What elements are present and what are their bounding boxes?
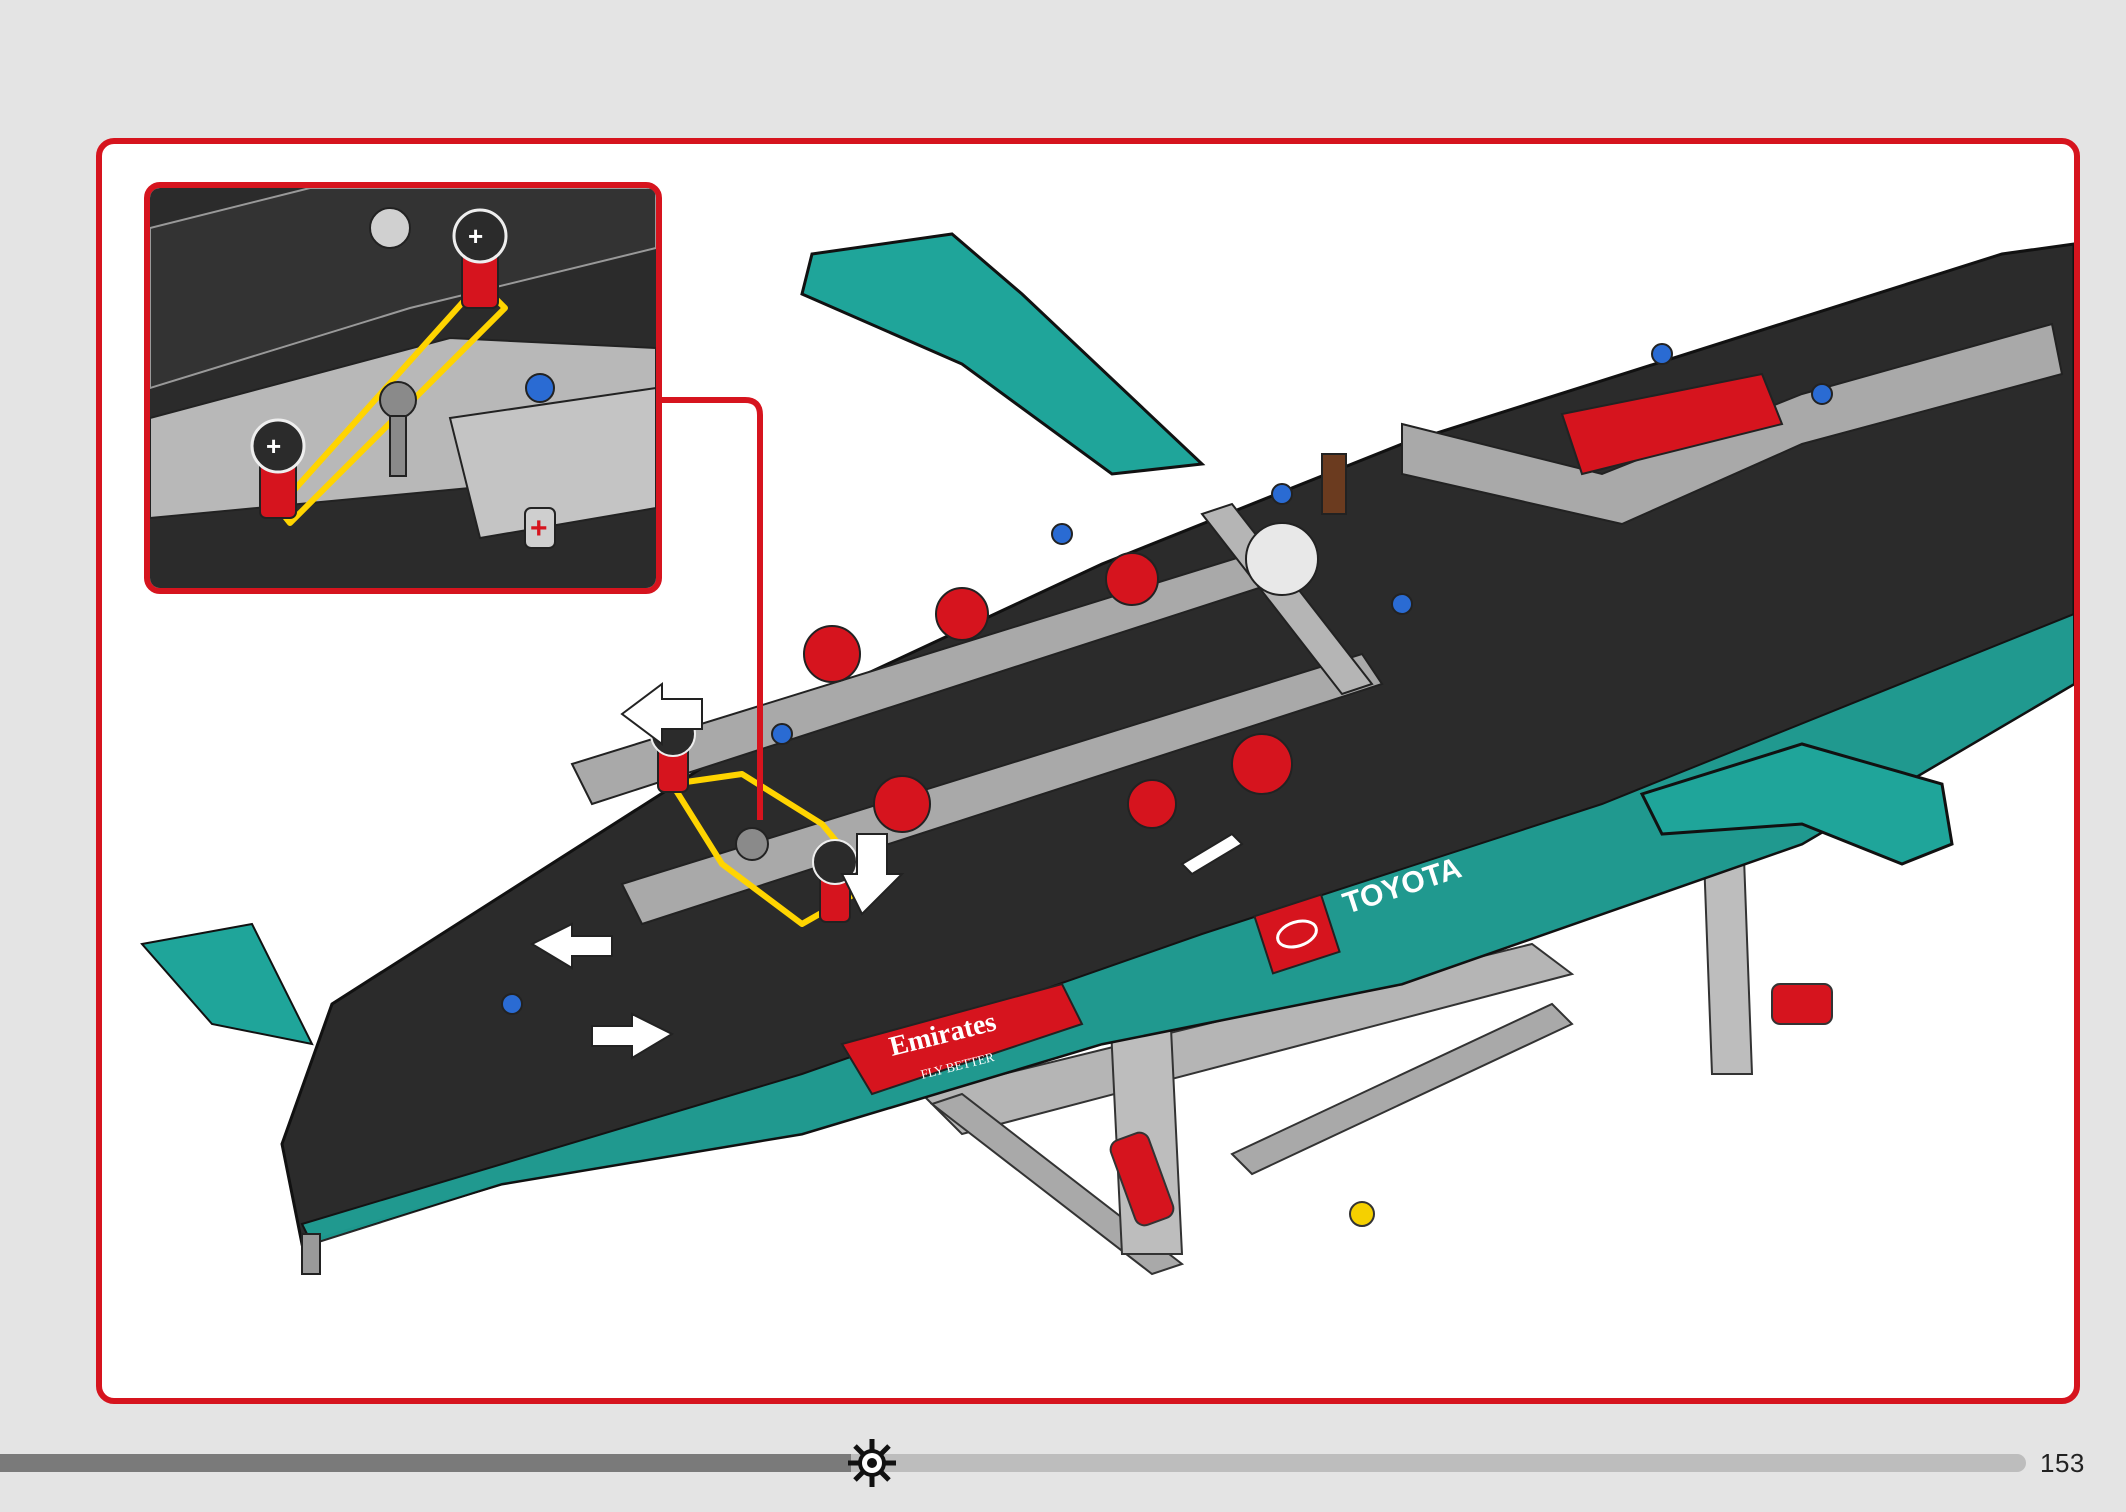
red-connector-part (1109, 1131, 1175, 1227)
arrow-icon (591, 1012, 675, 1060)
toyota-logo-icon (1276, 919, 1318, 949)
main-instruction-frame: Emirates FLY BETTER TOYOTA (96, 138, 2080, 1404)
page-number: 153 (2040, 1448, 2085, 1478)
svg-text:+: + (468, 221, 483, 251)
bow-fin (140, 922, 314, 1046)
rotate-arrow-icon (840, 833, 905, 916)
red-beam (1560, 372, 1784, 476)
svg-text:+: + (266, 431, 281, 461)
arrow-icon (529, 922, 613, 970)
callout-detail-box: + + + (144, 182, 662, 594)
progress-bar (0, 1454, 2026, 1472)
gear-part (1245, 522, 1319, 596)
progress-bar-fill (0, 1454, 851, 1472)
boat-model-illustration: Emirates FLY BETTER TOYOTA (140, 232, 2074, 1276)
sponsor-decal: Emirates FLY BETTER (840, 982, 1084, 1096)
svg-text:+: + (530, 512, 548, 545)
callout-detail-illustration: + + + (150, 188, 656, 588)
teal-hull-stripe (300, 612, 2074, 1246)
yellow-pin (1349, 1201, 1375, 1227)
arrow-icon (1180, 832, 1244, 876)
lower-foil-arm (1639, 742, 1954, 866)
boat-hull: Emirates FLY BETTER TOYOTA (140, 232, 2074, 1275)
upper-foil-arm (800, 232, 1206, 476)
gear-icon (848, 1439, 896, 1487)
